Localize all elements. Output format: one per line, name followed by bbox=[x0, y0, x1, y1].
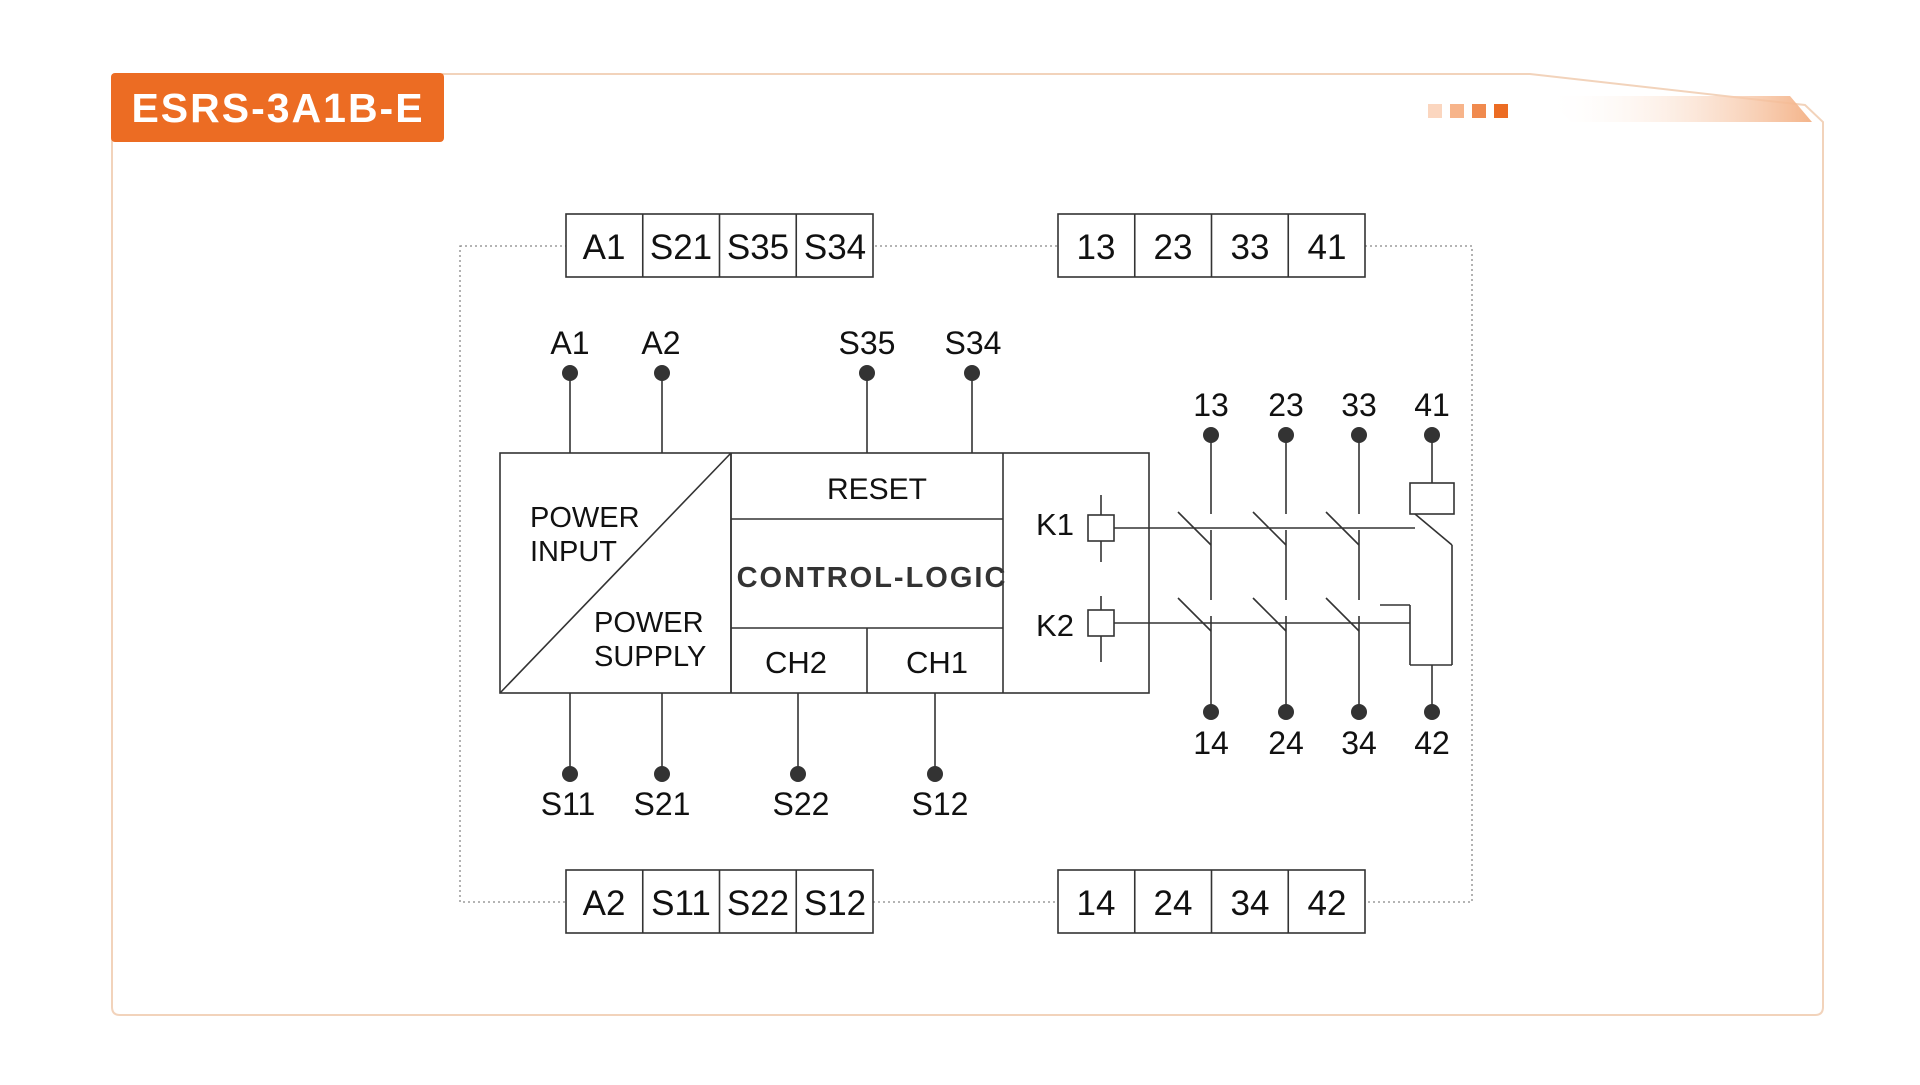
pin-label: S12 bbox=[912, 786, 969, 822]
module-body bbox=[499, 452, 1150, 694]
contact-dot bbox=[1203, 704, 1219, 720]
ch2-block-label: CH2 bbox=[765, 645, 827, 680]
pin-dot bbox=[562, 365, 578, 381]
contact-label: 33 bbox=[1341, 387, 1377, 423]
pin-dot bbox=[964, 365, 980, 381]
contact-label: 41 bbox=[1414, 387, 1450, 423]
contact-terminals: 13 23 33 41 14 24 34 42 bbox=[1193, 387, 1450, 761]
terminal-label: 33 bbox=[1231, 228, 1270, 267]
contact-label: 34 bbox=[1341, 725, 1377, 761]
title-tab bbox=[111, 73, 444, 142]
power-divider-diagonal bbox=[499, 452, 732, 694]
terminal-strip-top-left: A1 S21 S35 S34 bbox=[565, 213, 874, 278]
pin-label: S35 bbox=[839, 325, 896, 361]
relay-label-k2: K2 bbox=[1036, 608, 1074, 643]
terminal-label: 24 bbox=[1154, 884, 1193, 923]
terminal-label: 42 bbox=[1308, 884, 1347, 923]
bottom-pins: S11 S21 S22 S12 bbox=[541, 693, 969, 822]
corner-accent-band bbox=[1545, 96, 1812, 122]
contact-label: 14 bbox=[1193, 725, 1229, 761]
relay-coils: K1 K2 bbox=[1036, 495, 1415, 662]
pin-label: S22 bbox=[773, 786, 830, 822]
terminal-label: S35 bbox=[727, 228, 789, 267]
pin-dot bbox=[654, 365, 670, 381]
terminal-label: S21 bbox=[650, 228, 712, 267]
power-supply-label: SUPPLY bbox=[594, 641, 706, 673]
relay-label-k1: K1 bbox=[1036, 507, 1074, 542]
pin-dot bbox=[859, 365, 875, 381]
terminal-label: S22 bbox=[727, 884, 789, 923]
contact-dot bbox=[1351, 427, 1367, 443]
terminal-label: S11 bbox=[651, 884, 711, 923]
pin-label: S11 bbox=[541, 786, 596, 822]
title-text: ESRS-3A1B-E bbox=[131, 85, 424, 131]
pin-dot bbox=[654, 766, 670, 782]
contact-dot bbox=[1203, 427, 1219, 443]
reset-block-label: RESET bbox=[827, 473, 927, 506]
power-input-label: POWER bbox=[530, 502, 640, 534]
terminal-label: 34 bbox=[1231, 884, 1270, 923]
terminal-strip-bottom-left: A2 S11 S22 S12 bbox=[565, 869, 874, 934]
coil-k2 bbox=[1087, 609, 1115, 637]
terminal-label: 23 bbox=[1154, 228, 1193, 267]
control-logic-label: CONTROL-LOGIC bbox=[737, 562, 1008, 594]
relay-contacts bbox=[1177, 435, 1455, 712]
contact-label: 42 bbox=[1414, 725, 1450, 761]
ch1-block-label: CH1 bbox=[906, 645, 968, 680]
contact-label: 24 bbox=[1268, 725, 1304, 761]
contact-label: 13 bbox=[1193, 387, 1229, 423]
terminal-strip-top-right: 13 23 33 41 bbox=[1057, 213, 1366, 278]
pin-dot bbox=[562, 766, 578, 782]
terminal-label: 13 bbox=[1077, 228, 1116, 267]
terminal-strip-bottom-right: 14 24 34 42 bbox=[1057, 869, 1366, 934]
terminal-label: 14 bbox=[1077, 884, 1116, 923]
terminal-label: A1 bbox=[583, 228, 626, 267]
pin-label: S21 bbox=[634, 786, 691, 822]
terminal-label: A2 bbox=[583, 884, 626, 923]
contact-dot bbox=[1278, 427, 1294, 443]
contact-dot bbox=[1424, 427, 1440, 443]
housing-outline bbox=[459, 245, 1473, 903]
power-supply-label: POWER bbox=[594, 607, 704, 639]
contact-label: 23 bbox=[1268, 387, 1304, 423]
decorative-squares bbox=[1428, 104, 1508, 118]
contact-dot bbox=[1424, 704, 1440, 720]
pin-label: S34 bbox=[945, 325, 1002, 361]
contact-dot bbox=[1351, 704, 1367, 720]
pin-dot bbox=[927, 766, 943, 782]
power-input-label: INPUT bbox=[530, 536, 617, 568]
terminal-label: S12 bbox=[804, 884, 866, 923]
coil-k1 bbox=[1087, 514, 1115, 542]
pin-label: A1 bbox=[550, 325, 589, 361]
contact-dot bbox=[1278, 704, 1294, 720]
card-frame bbox=[111, 73, 1824, 1016]
top-pins: A1 A2 S35 S34 bbox=[550, 325, 1001, 453]
terminal-label: S34 bbox=[804, 228, 866, 267]
terminal-label: 41 bbox=[1308, 228, 1347, 267]
pin-label: A2 bbox=[641, 325, 680, 361]
pin-dot bbox=[790, 766, 806, 782]
